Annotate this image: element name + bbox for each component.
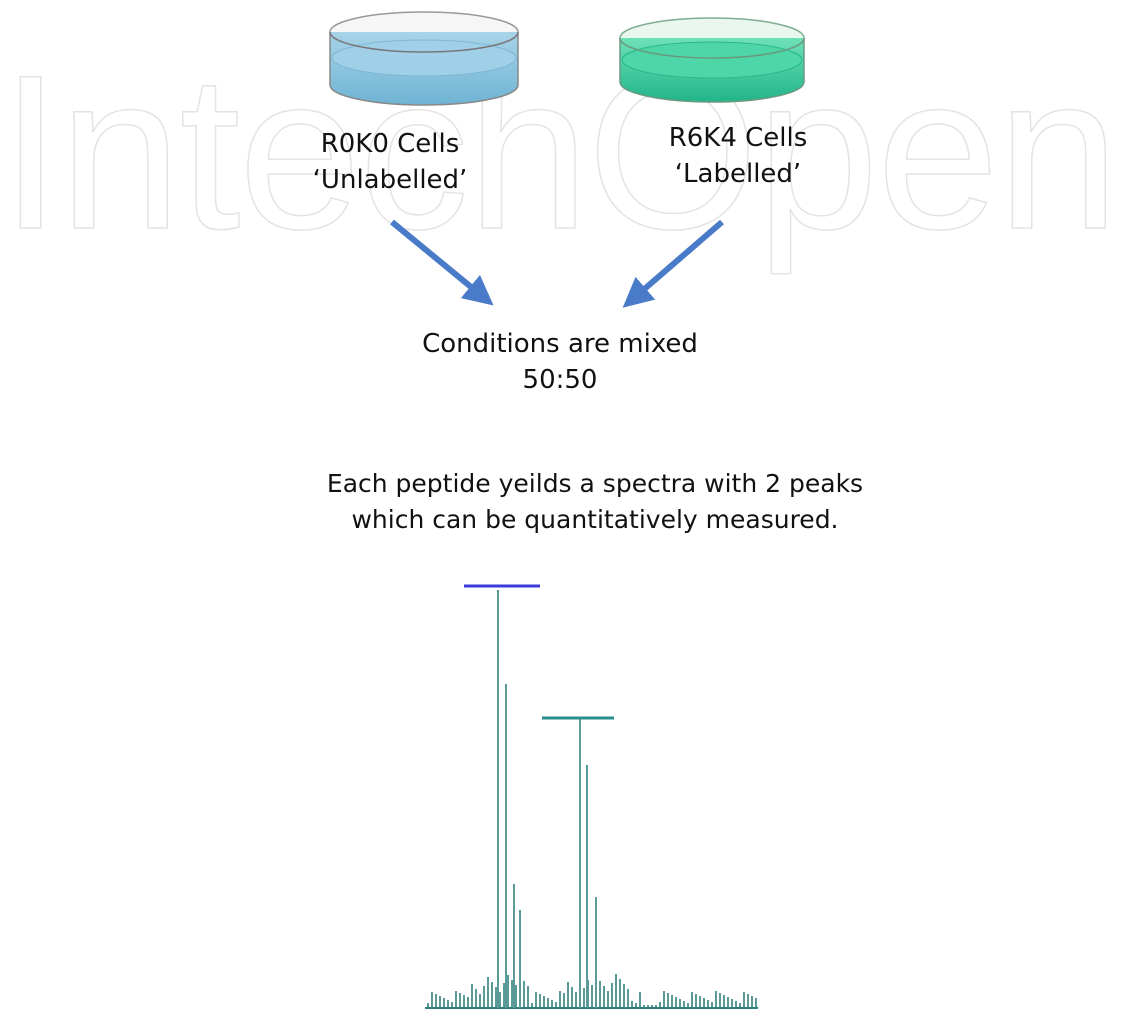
arrow-left <box>390 219 494 306</box>
petri-dish-labelled <box>619 17 805 103</box>
unlabelled-cells-label: R0K0 Cells ‘Unlabelled’ <box>270 126 510 198</box>
labelled-cells-name: R6K4 Cells <box>668 123 808 153</box>
watermark: IntechOpen <box>0 29 1120 275</box>
labelled-cells-tag: ‘Labelled’ <box>674 159 802 189</box>
mixing-caption-line1: Conditions are mixed <box>422 329 698 359</box>
spectrum-noise-peaks <box>427 974 757 1007</box>
spectra-caption-line1: Each peptide yeilds a spectra with 2 pea… <box>326 469 864 498</box>
mass-spectrum <box>425 584 758 1009</box>
labelled-cells-label: R6K4 Cells ‘Labelled’ <box>628 120 848 192</box>
arrow-right <box>622 219 724 308</box>
spectra-caption: Each peptide yeilds a spectra with 2 pea… <box>250 466 940 538</box>
mixing-caption-ratio: 50:50 <box>522 365 598 395</box>
unlabelled-cells-tag: ‘Unlabelled’ <box>312 165 468 195</box>
unlabelled-cells-name: R0K0 Cells <box>320 129 460 159</box>
petri-dish-unlabelled <box>329 11 519 106</box>
mixing-caption: Conditions are mixed 50:50 <box>380 326 740 398</box>
spectra-caption-line2: which can be quantitatively measured. <box>351 505 839 534</box>
